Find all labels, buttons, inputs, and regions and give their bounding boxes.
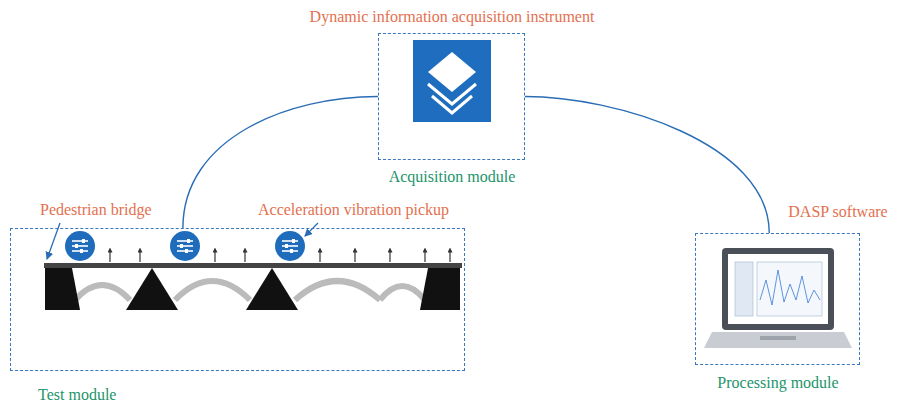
software-title: DASP software: [788, 203, 887, 221]
cable-connector: [525, 97, 769, 234]
module-label: Acquisition module: [389, 168, 516, 186]
module-group: Dynamic information acquisition instrume…: [378, 33, 525, 160]
module-group: DASP softwareProcessing module: [695, 233, 860, 365]
module-label: Processing module: [717, 374, 838, 392]
instrument-title: Dynamic information acquisition instrume…: [310, 8, 595, 26]
laptop-icon: [704, 248, 852, 348]
vibration-sensor: [65, 231, 305, 261]
bridge-drawing: [44, 250, 462, 310]
dashed-frame: [10, 228, 465, 371]
dashed-frame: [695, 233, 860, 365]
dashed-frame: [378, 33, 525, 160]
instrument-icon: [413, 40, 491, 122]
module-label: Test module: [38, 386, 116, 404]
callout-label: Acceleration vibration pickup: [258, 201, 449, 219]
callout-label: Pedestrian bridge: [40, 201, 152, 219]
module-group: Test module: [10, 228, 465, 371]
